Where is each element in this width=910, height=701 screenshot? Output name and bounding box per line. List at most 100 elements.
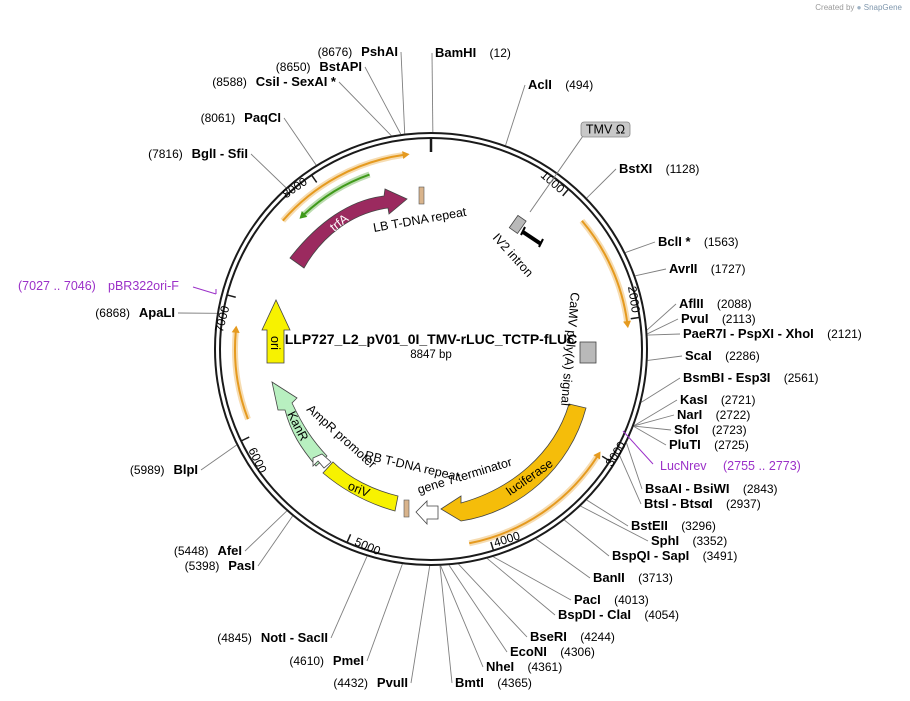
site-leader-line bbox=[647, 355, 683, 361]
orf-arc[interactable] bbox=[282, 153, 404, 222]
restriction-site-label[interactable]: SphI (3352) bbox=[651, 532, 727, 549]
tmv-omega-feature[interactable] bbox=[529, 121, 631, 213]
orf-arc[interactable] bbox=[303, 173, 370, 216]
orf-arc[interactable] bbox=[581, 220, 629, 323]
ori-partial-feature[interactable] bbox=[261, 299, 291, 364]
restriction-site-label[interactable]: PluTI (2725) bbox=[669, 436, 749, 453]
kanr-feature[interactable] bbox=[271, 381, 328, 467]
site-leader-line bbox=[586, 168, 617, 199]
restriction-site-label[interactable]: (6868) ApaLI bbox=[95, 304, 175, 321]
restriction-site-label[interactable]: ScaI (2286) bbox=[685, 347, 760, 364]
restriction-site-label[interactable]: (4432) PvuII bbox=[333, 674, 408, 691]
site-position: (2113) bbox=[722, 312, 756, 326]
restriction-site-label[interactable]: PvuI (2113) bbox=[681, 310, 756, 327]
site-name: AvrII bbox=[669, 261, 697, 276]
iv2-intron-feature[interactable] bbox=[508, 214, 544, 248]
lb-repeat-feature[interactable] bbox=[418, 186, 425, 205]
restriction-site-label[interactable]: (5448) AfeI bbox=[174, 542, 242, 559]
ampr-promoter-feature[interactable] bbox=[312, 453, 332, 469]
site-name: AflII bbox=[679, 296, 704, 311]
site-leader-line bbox=[400, 51, 406, 134]
site-leader-line bbox=[633, 399, 678, 427]
restriction-site-label[interactable]: (5989) BlpI bbox=[130, 461, 198, 478]
site-position: (3352) bbox=[693, 534, 728, 548]
trfa-feature[interactable] bbox=[289, 188, 408, 269]
site-name: BseRI bbox=[530, 629, 567, 644]
restriction-site-label[interactable]: BspQI - SapI (3491) bbox=[612, 547, 737, 564]
ruler-tick bbox=[226, 294, 236, 298]
restriction-site-label[interactable]: AclI (494) bbox=[528, 76, 593, 93]
restriction-site-label[interactable]: BtsI - BtsαI (2937) bbox=[644, 495, 761, 512]
site-position: (2722) bbox=[716, 408, 751, 422]
restriction-site-label[interactable]: PaeR7I - PspXI - XhoI (2121) bbox=[683, 325, 862, 342]
restriction-site-label[interactable]: KasI (2721) bbox=[680, 391, 756, 408]
tmv-omega-label: TMV Ω bbox=[586, 123, 625, 137]
ruler-tick bbox=[240, 436, 250, 442]
restriction-site-label[interactable]: (8061) PaqCI bbox=[201, 109, 281, 126]
restriction-site-label[interactable]: (4610) PmeI bbox=[289, 652, 364, 669]
site-name: PvuI bbox=[681, 311, 708, 326]
site-name: ApaLI bbox=[139, 305, 175, 320]
site-leader-line bbox=[330, 556, 368, 639]
restriction-site-label[interactable]: NarI (2722) bbox=[677, 406, 750, 423]
site-name: PacI bbox=[574, 592, 601, 607]
restriction-site-label[interactable]: BsmBI - Esp3I (2561) bbox=[683, 369, 818, 386]
restriction-site-label[interactable]: (7816) BglI - SfiI bbox=[148, 145, 248, 162]
restriction-site-label[interactable]: BmtI (4365) bbox=[455, 674, 532, 691]
site-name: BtsI - BtsαI bbox=[644, 496, 713, 511]
site-leader-lines bbox=[177, 51, 683, 684]
restriction-site-label[interactable]: BclI * (1563) bbox=[658, 233, 739, 250]
restriction-site-label[interactable]: NheI (4361) bbox=[486, 658, 562, 675]
rb-repeat-feature[interactable] bbox=[403, 499, 410, 518]
site-name: BspDI - ClaI bbox=[558, 607, 631, 622]
restriction-site-label[interactable]: BamHI (12) bbox=[435, 44, 511, 61]
restriction-site-label[interactable]: BstXI (1128) bbox=[619, 160, 699, 177]
site-leader-line bbox=[564, 519, 610, 557]
site-leader-line bbox=[458, 563, 528, 638]
luciferase-feature[interactable] bbox=[440, 403, 587, 522]
ruler-tick-label: 2000 bbox=[625, 285, 643, 314]
restriction-site-label[interactable]: BanII (3713) bbox=[593, 569, 673, 586]
site-leader-line bbox=[635, 268, 667, 277]
restriction-site-label[interactable]: SfoI (2723) bbox=[674, 421, 747, 438]
features bbox=[261, 121, 631, 526]
restriction-site-label[interactable]: (5398) PasI bbox=[185, 557, 255, 574]
restriction-site-label[interactable]: (8588) CsiI - SexAI * bbox=[212, 73, 337, 90]
site-name: BsmBI - Esp3I bbox=[683, 370, 770, 385]
orf-arc[interactable] bbox=[469, 455, 599, 545]
site-position: (1727) bbox=[711, 262, 746, 276]
site-name: NheI bbox=[486, 659, 514, 674]
restriction-site-label[interactable]: PacI (4013) bbox=[574, 591, 649, 608]
restriction-site-label[interactable]: (8676) PshAI bbox=[318, 43, 398, 60]
site-name: NarI bbox=[677, 407, 702, 422]
restriction-site-label[interactable]: BstEII (3296) bbox=[631, 517, 716, 534]
primer-pbr322ori-f-mark bbox=[192, 286, 217, 295]
site-name: PshAI bbox=[361, 44, 398, 59]
site-name: BsaAI - BsiWI bbox=[645, 481, 730, 496]
ruler-tick-label: 7000 bbox=[212, 304, 232, 334]
site-leader-line bbox=[505, 84, 526, 146]
restriction-site-label[interactable]: BsaAI - BsiWI (2843) bbox=[645, 480, 778, 497]
restriction-site-label[interactable]: AvrII (1727) bbox=[669, 260, 745, 277]
site-leader-line bbox=[625, 241, 656, 253]
credit-app: SnapGene bbox=[863, 3, 902, 12]
site-leader-line bbox=[626, 442, 643, 490]
site-position: (1128) bbox=[666, 162, 700, 176]
primer-lucnrev-range: (2755 .. 2773) bbox=[723, 459, 801, 473]
orf-arc[interactable] bbox=[234, 331, 249, 420]
site-position: (3491) bbox=[703, 549, 738, 563]
camv-polya-feature[interactable] bbox=[579, 341, 597, 364]
restriction-site-label[interactable]: BspDI - ClaI (4054) bbox=[558, 606, 679, 623]
restriction-site-label[interactable]: AflII (2088) bbox=[679, 295, 752, 312]
gene7-terminator-feature[interactable] bbox=[415, 500, 439, 526]
site-position: (4013) bbox=[614, 593, 649, 607]
site-name: BamHI bbox=[435, 45, 476, 60]
restriction-site-label[interactable]: (4845) NotI - SacII bbox=[217, 629, 328, 646]
restriction-site-label[interactable]: (8650) BstAPI bbox=[276, 58, 362, 75]
oriv-feature[interactable] bbox=[322, 461, 399, 512]
orf-arcs bbox=[231, 151, 631, 547]
restriction-site-label[interactable]: EcoNI (4306) bbox=[510, 643, 595, 660]
ruler-tick-label: 1000 bbox=[538, 168, 568, 196]
site-name: CsiI - SexAI * bbox=[256, 74, 337, 89]
restriction-site-label[interactable]: BseRI (4244) bbox=[530, 628, 615, 645]
